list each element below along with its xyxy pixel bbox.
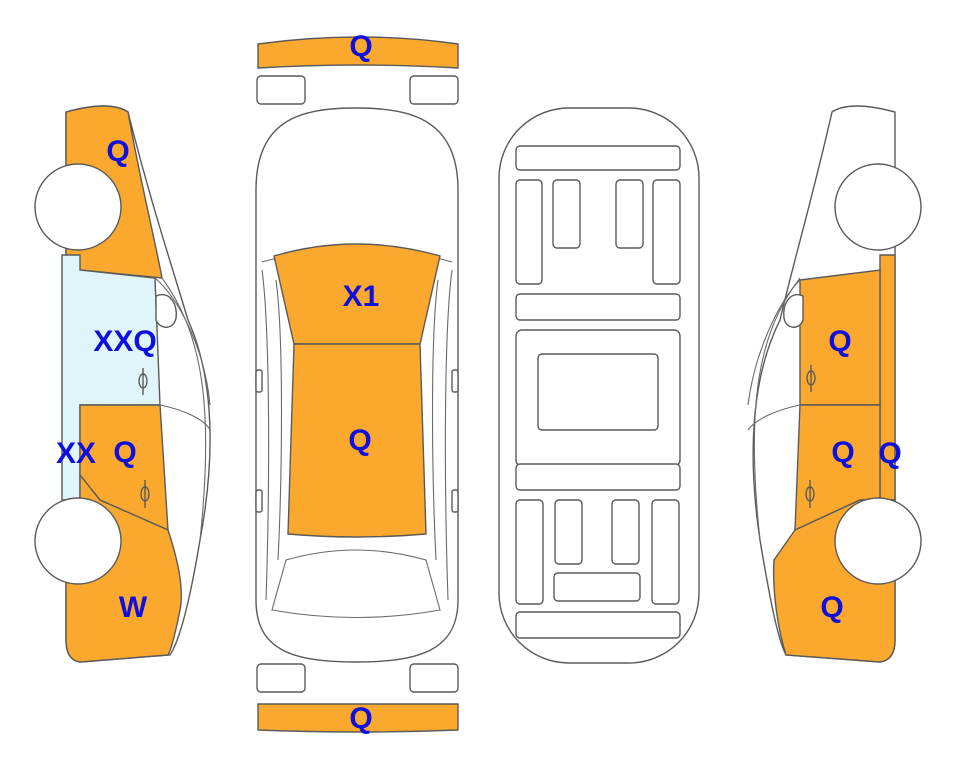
underside-part-10	[515, 499, 544, 605]
label-left-rear-door-a: XX	[56, 437, 96, 470]
rear-bumper[interactable]	[257, 703, 459, 733]
rear-right-taillight	[409, 663, 459, 693]
label-right-rocker: Q	[878, 437, 901, 470]
right-side-door-line	[747, 404, 801, 431]
left-side-window-line	[154, 277, 211, 406]
top-view-left-side-line	[261, 269, 270, 601]
left-side-door-line	[159, 404, 211, 431]
label-right-front-door: Q	[828, 325, 851, 358]
underside-part-4	[615, 179, 644, 249]
roof-panel[interactable]	[273, 243, 441, 345]
left-mirror-shape	[155, 293, 177, 328]
label-left-rear-door-b: Q	[113, 436, 136, 469]
front-bumper[interactable]	[257, 36, 459, 69]
underside-part-3	[552, 179, 581, 249]
top-view-left-side-line-inner	[275, 279, 283, 561]
left-side-roofline	[161, 277, 207, 541]
label-front-bumper: Q	[349, 30, 372, 63]
top-view-left-handle	[255, 489, 263, 513]
underside-part-14	[553, 572, 641, 602]
right-side-roofline	[753, 277, 801, 541]
underside-part-5	[652, 179, 681, 285]
front-left-headlight	[256, 75, 306, 105]
right-mirror-shape	[783, 293, 804, 328]
left-rear-wheel	[34, 163, 122, 251]
label-left-rear-quarter: Q	[106, 135, 129, 168]
underside-part-11	[554, 499, 583, 565]
front-right-headlight	[409, 75, 459, 105]
top-view-right-handle	[451, 489, 459, 513]
left-rear-door-handle	[138, 368, 148, 395]
top-view-right-mirror	[451, 369, 459, 393]
label-hood: Q	[348, 424, 371, 457]
top-view-right-side-line-inner	[431, 279, 439, 561]
underside-part-6	[515, 293, 681, 321]
underside-part-8	[537, 353, 659, 431]
label-right-rear-door: Q	[831, 436, 854, 469]
rear-left-taillight	[256, 663, 306, 693]
top-view-rear-window-outline	[271, 549, 441, 619]
right-front-door-handle	[806, 365, 816, 392]
label-left-rear-glass: XXQ	[93, 325, 156, 358]
center-panel[interactable]	[287, 343, 427, 538]
right-rear-wheel	[834, 163, 922, 251]
underside-part-1	[515, 145, 681, 171]
label-left-front-fender: W	[119, 591, 148, 624]
left-front-wheel	[34, 497, 122, 585]
top-view-right-side-line	[444, 269, 453, 601]
underside-part-9	[515, 463, 681, 491]
label-right-front-fender: Q	[820, 591, 843, 624]
label-rear-bumper: Q	[349, 702, 372, 735]
underside-part-2	[515, 179, 543, 285]
top-view-left-mirror	[255, 369, 263, 393]
left-front-door-handle	[140, 480, 150, 508]
underside-part-12	[611, 499, 640, 565]
underside-part-15	[515, 611, 681, 639]
right-rear-door-handle	[805, 480, 815, 508]
right-front-wheel	[834, 497, 922, 585]
underside-part-13	[651, 499, 680, 605]
label-roof: X1	[343, 280, 380, 313]
